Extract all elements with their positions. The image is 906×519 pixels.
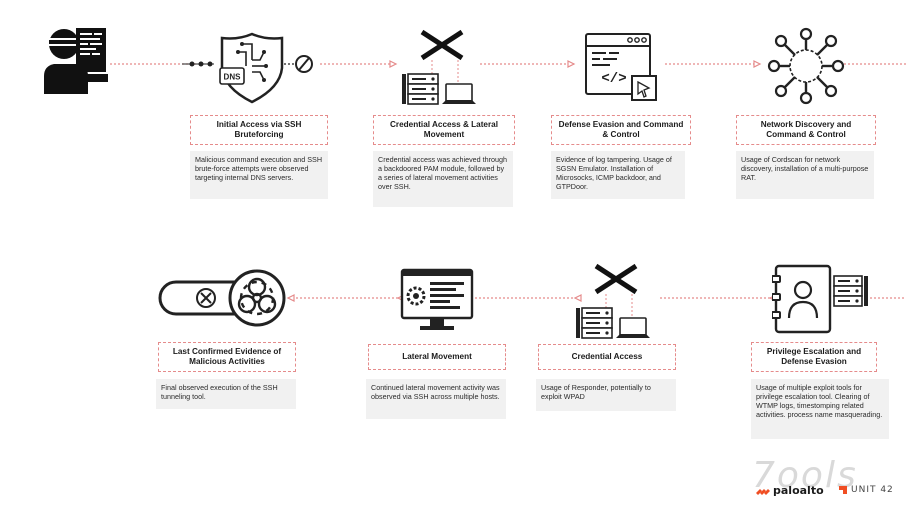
server-laptop-icon: [576, 263, 650, 339]
stage-5-description: Usage of multiple exploit tools for priv…: [751, 379, 889, 439]
dns-shield-icon: DNS: [182, 32, 313, 104]
stage-7-title: Lateral Movement: [368, 344, 506, 370]
stage-2-title: Credential Access & Lateral Movement: [373, 115, 515, 145]
stage-3-title: Defense Evasion and Command & Control: [551, 115, 691, 145]
stage-8-title: Last Confirmed Evidence of Malicious Act…: [158, 342, 296, 372]
stage-5-title: Privilege Escalation and Defense Evasion: [751, 342, 877, 372]
paloalto-mark-icon: [756, 488, 770, 495]
biohazard-icon: [158, 269, 286, 327]
dns-label: DNS: [224, 73, 242, 82]
paloalto-logo: paloalto: [756, 484, 824, 497]
watermark-logo: 7ools: [752, 455, 858, 496]
stage-4-description: Usage of Cordscan for network discovery,…: [736, 151, 874, 199]
server-laptop-icon: [402, 29, 476, 105]
stage-7-description: Continued lateral movement activity was …: [366, 379, 506, 419]
stage-1-title: Initial Access via SSH Bruteforcing: [190, 115, 328, 145]
contact-book-icon: [772, 264, 868, 334]
stage-8-description: Final observed execution of the SSH tunn…: [156, 379, 296, 409]
stage-4-title: Network Discovery and Command & Control: [736, 115, 876, 145]
stage-1-description: Malicious command execution and SSH brut…: [190, 151, 328, 199]
stage-2-description: Credential access was achieved through a…: [373, 151, 513, 207]
network-hub-icon: [767, 27, 845, 105]
stage-3-description: Evidence of log tampering. Usage of SGSN…: [551, 151, 685, 199]
monitor-gear-icon: [400, 268, 474, 330]
stage-6-description: Usage of Responder, potentially to explo…: [536, 379, 676, 411]
hacker-computer-icon: [44, 28, 108, 94]
unit42-logo: UNIT 42: [838, 485, 894, 495]
stage-6-title: Credential Access: [538, 344, 676, 370]
code-window-icon: </>: [585, 33, 657, 101]
code-symbol-label: </>: [601, 71, 626, 87]
unit42-mark-icon: [839, 486, 847, 494]
